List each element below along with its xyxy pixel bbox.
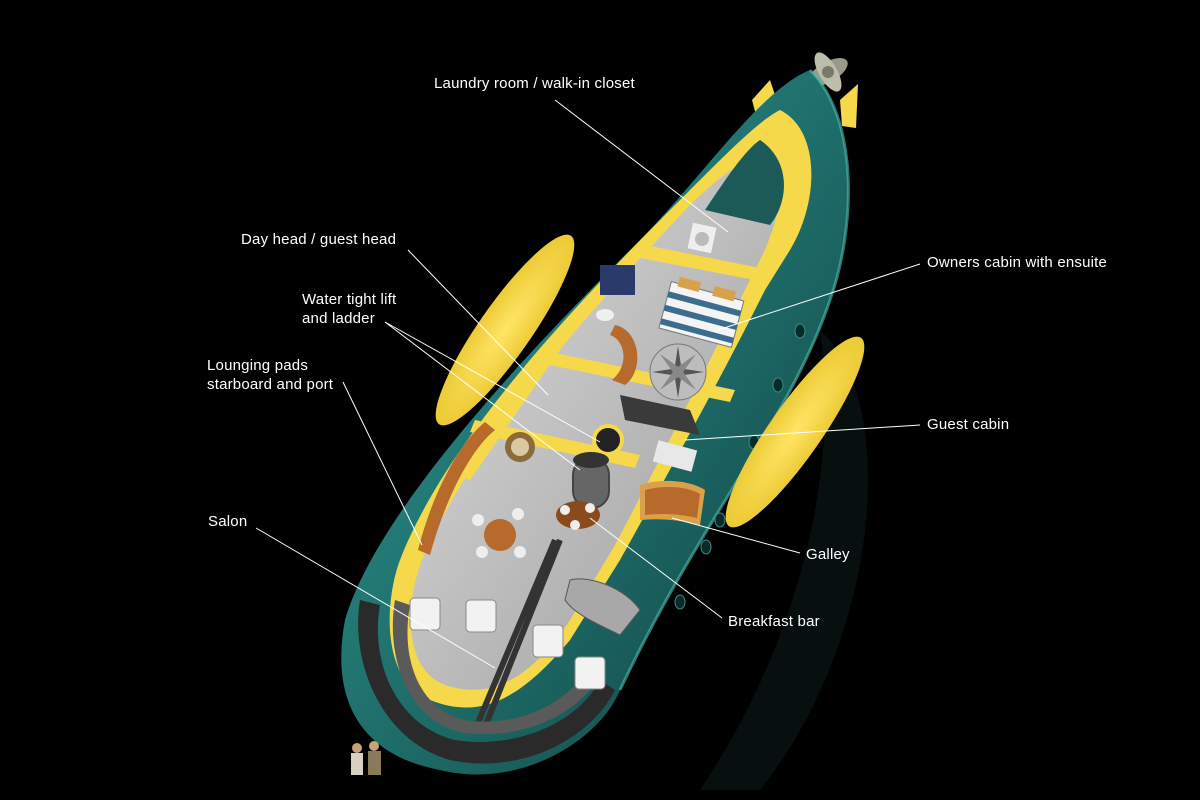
label-laundry-room: Laundry room / walk-in closet <box>434 75 635 92</box>
lift-shafts <box>572 424 624 509</box>
leader-laundry <box>554 99 729 233</box>
day-head-fixtures <box>596 265 638 385</box>
leader-lines <box>255 99 921 669</box>
breakfast-bar-stools <box>556 501 600 530</box>
laundry-appliances <box>687 222 717 254</box>
dining-set <box>472 508 526 558</box>
leader-lift-1 <box>384 321 601 443</box>
leader-galley <box>671 517 801 554</box>
label-lounging-pads: Lounging pads starboard and port <box>207 356 333 394</box>
compass-rose <box>649 343 707 401</box>
label-galley: Galley <box>806 546 850 563</box>
leader-salon <box>255 527 496 669</box>
aft-cavity <box>705 140 784 225</box>
leader-day-head <box>407 249 549 396</box>
human-figures <box>351 741 381 775</box>
label-lift-line2: and ladder <box>302 310 375 327</box>
label-day-head: Day head / guest head <box>241 231 397 248</box>
label-lounging-line2: starboard and port <box>207 376 334 393</box>
circular-window <box>505 432 535 462</box>
guest-cabin-furniture <box>620 395 700 472</box>
leader-lift-2 <box>384 321 581 471</box>
label-breakfast-bar: Breakfast bar <box>728 613 820 630</box>
hull-rim <box>618 68 850 691</box>
leader-guest-cabin <box>684 424 921 441</box>
label-salon: Salon <box>208 513 248 530</box>
leader-owners-cabin <box>717 263 921 331</box>
salon-armchairs <box>409 597 606 690</box>
salon-couch <box>418 422 495 555</box>
portholes <box>674 323 806 610</box>
rudder-fin-right <box>840 84 858 128</box>
hull-reflection <box>700 330 868 790</box>
grand-piano <box>564 578 641 636</box>
owners-bed <box>658 276 745 349</box>
label-lift-line1: Water tight lift <box>302 291 397 308</box>
label-lounging-line1: Lounging pads <box>207 357 309 374</box>
floor-track <box>472 538 563 734</box>
lounging-pad-starboard <box>435 234 575 426</box>
leader-lounging <box>342 381 423 546</box>
label-owners-cabin: Owners cabin with ensuite <box>927 254 1108 271</box>
lounging-pad-port <box>725 336 865 528</box>
label-guest-cabin: Guest cabin <box>927 416 1010 433</box>
galley-counter <box>640 480 705 525</box>
leader-breakfast-bar <box>589 517 723 619</box>
label-lift-and-ladder: Water tight lift and ladder <box>302 290 396 328</box>
